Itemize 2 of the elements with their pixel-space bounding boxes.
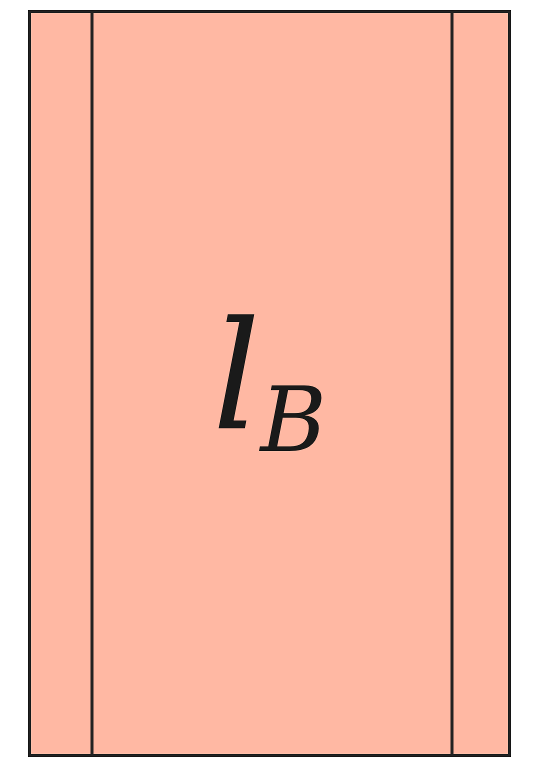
- math-label: l$_{B}$: [212, 302, 327, 466]
- process-box: [28, 10, 511, 757]
